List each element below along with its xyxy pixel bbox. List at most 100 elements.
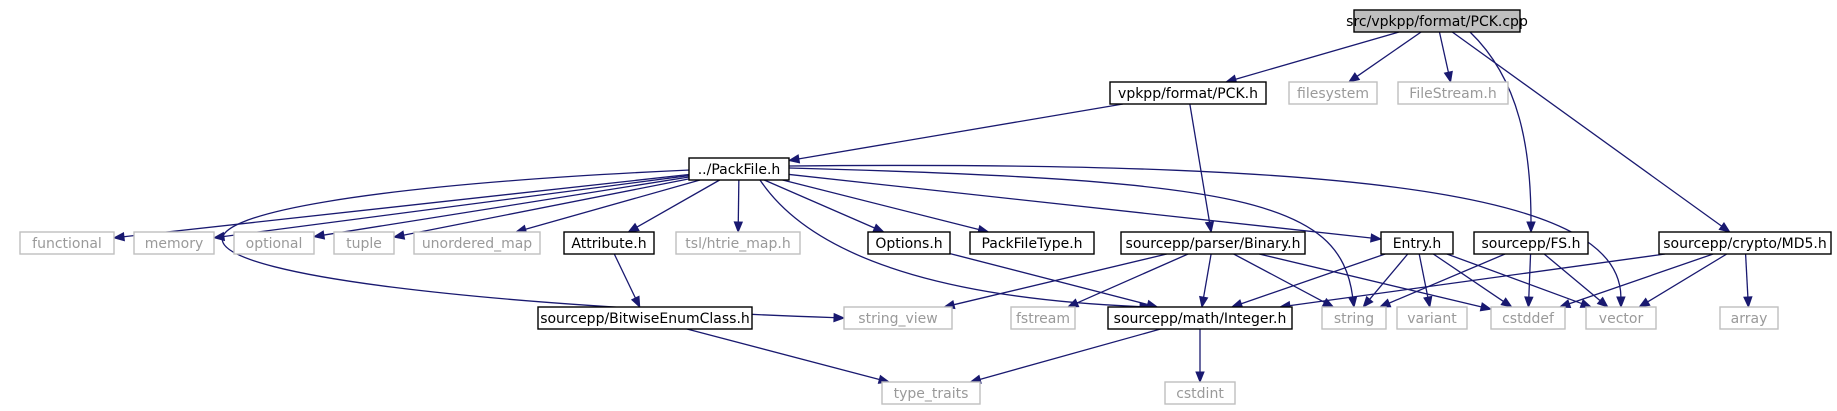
node-box — [1321, 306, 1387, 330]
edge-packfile_h-to-unordered_map — [514, 179, 701, 234]
node-root[interactable]: src/vpkpp/format/PCK.cpp — [1346, 9, 1528, 33]
node-label: sourcepp/math/Integer.h — [1114, 311, 1287, 327]
node-fstream: fstream — [1010, 306, 1076, 330]
arrowhead — [1479, 302, 1493, 312]
edge-md5_h-to-cstddef — [1558, 253, 1714, 309]
node-box — [843, 306, 953, 330]
node-box — [1288, 81, 1378, 105]
arrowhead — [872, 223, 885, 233]
node-tuple: tuple — [333, 231, 395, 255]
edge-line — [1241, 253, 1386, 305]
node-box — [19, 231, 115, 255]
node-packfiletype-h[interactable]: PackFileType.h — [969, 231, 1095, 255]
node-memory: memory — [133, 231, 215, 255]
arrowhead — [787, 154, 801, 164]
node-box — [969, 231, 1095, 255]
edge-integer_h-to-type_traits — [969, 328, 1161, 384]
edge-pck_h-to-packfile_h — [787, 103, 1124, 164]
node-filesystem: filesystem — [1288, 81, 1378, 105]
node-box — [1719, 306, 1779, 330]
arrowhead — [1066, 298, 1080, 308]
arrowhead — [312, 230, 326, 240]
edge-md5_h-to-array — [1743, 253, 1753, 309]
node-label: sourcepp/BitwiseEnumClass.h — [540, 311, 750, 327]
edge-line — [1451, 31, 1723, 227]
node-label: src/vpkpp/format/PCK.cpp — [1346, 14, 1528, 30]
node-label: tuple — [346, 236, 382, 252]
node-filestream-h: FileStream.h — [1397, 81, 1509, 105]
edge-pck_h-to-binary_h — [1189, 103, 1215, 234]
node-label: functional — [32, 236, 102, 252]
edge-line — [1528, 253, 1532, 298]
node-label: ../PackFile.h — [698, 162, 781, 178]
node-box — [1120, 231, 1306, 255]
node-label: sourcepp/crypto/MD5.h — [1663, 236, 1826, 252]
edge-line — [788, 167, 1354, 298]
node-box — [563, 231, 655, 255]
arrowhead — [1195, 371, 1205, 384]
edge-packfile_h-to-packfiletype_h — [782, 179, 990, 235]
node-packfile-h[interactable]: ../PackFile.h — [688, 157, 790, 181]
edge-root-to-fs_h — [1469, 31, 1536, 234]
node-box — [413, 231, 541, 255]
arrowhead — [1347, 295, 1358, 309]
arrowhead — [627, 222, 640, 233]
node-label: filesystem — [1297, 86, 1369, 102]
arrowhead — [1638, 297, 1651, 308]
edge-entry_h-to-integer_h — [1230, 253, 1386, 309]
nodes-layer: src/vpkpp/format/PCK.cpp vpkpp/format/PCK… — [19, 9, 1832, 405]
edge-packfile_h-to-attribute_h — [627, 179, 720, 233]
edge-entry_h-to-string — [1362, 253, 1409, 309]
edge-root-to-pck_h — [1224, 31, 1400, 84]
node-vector: vector — [1585, 306, 1657, 330]
node-label: FileStream.h — [1409, 86, 1496, 102]
node-binary-h[interactable]: sourcepp/parser/Binary.h — [1120, 231, 1306, 255]
node-label: tsl/htrie_map.h — [685, 236, 790, 252]
node-pck-h[interactable]: vpkpp/format/PCK.h — [1109, 81, 1267, 105]
node-entry-h[interactable]: Entry.h — [1380, 231, 1454, 255]
node-label: PackFileType.h — [981, 236, 1082, 252]
edge-entry_h-to-cstddef — [1432, 253, 1513, 308]
edge-root-to-filestream_h — [1438, 31, 1453, 84]
node-variant: variant — [1396, 306, 1468, 330]
arrowhead — [1743, 296, 1753, 309]
arrowhead — [1378, 298, 1392, 308]
edge-bitwiseenum_h-to-type_traits — [686, 328, 891, 384]
node-label: unordered_map — [422, 236, 532, 252]
node-attribute-h[interactable]: Attribute.h — [563, 231, 655, 255]
edge-line — [403, 178, 690, 236]
node-label: vpkpp/format/PCK.h — [1118, 86, 1258, 102]
edge-line — [764, 179, 875, 229]
edge-line — [613, 253, 636, 299]
node-box — [1490, 306, 1566, 330]
node-bitwiseenum-h[interactable]: sourcepp/BitwiseEnumClass.h — [537, 306, 753, 330]
edge-line — [1235, 31, 1400, 80]
edge-line — [686, 328, 880, 381]
node-fs-h[interactable]: sourcepp/FS.h — [1473, 231, 1589, 255]
node-box — [1353, 9, 1521, 33]
arrowhead — [1524, 296, 1534, 309]
edge-line — [636, 179, 720, 228]
edge-line — [525, 179, 701, 230]
edge-root-to-filesystem — [1347, 31, 1422, 83]
edge-packfile_h-to-tuple — [392, 178, 690, 240]
edge-line — [1233, 253, 1325, 303]
node-label: cstdint — [1176, 386, 1224, 402]
arrowhead — [1347, 72, 1361, 83]
node-box — [688, 157, 790, 181]
edge-line — [1432, 253, 1504, 302]
arrowhead — [1500, 297, 1513, 308]
node-box — [867, 231, 951, 255]
node-functional: functional — [19, 231, 115, 255]
arrowhead — [112, 231, 125, 242]
edge-fs_h-to-string — [1378, 253, 1506, 308]
node-md5-h[interactable]: sourcepp/crypto/MD5.h — [1658, 231, 1832, 255]
node-integer-h[interactable]: sourcepp/math/Integer.h — [1107, 306, 1293, 330]
node-optional: optional — [233, 231, 315, 255]
node-box — [1380, 231, 1454, 255]
edge-line — [1438, 31, 1450, 73]
edge-line — [1189, 103, 1211, 223]
node-options-h[interactable]: Options.h — [867, 231, 951, 255]
edge-line — [1388, 253, 1506, 304]
edge-line — [1369, 253, 1409, 300]
